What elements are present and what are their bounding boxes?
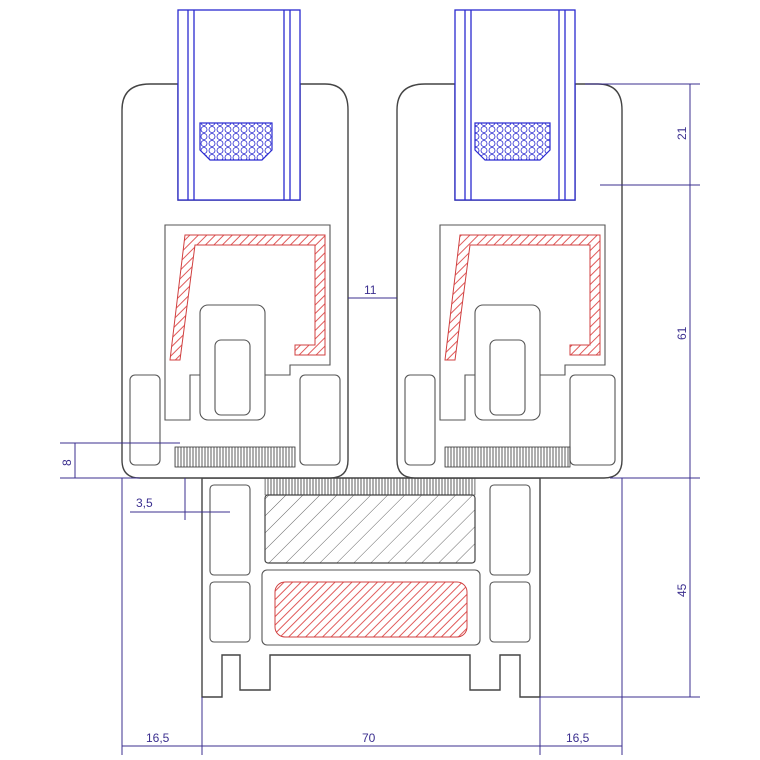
brush-seal xyxy=(174,446,296,468)
brush-seal xyxy=(444,446,571,468)
brush-strip xyxy=(264,477,476,496)
dim-left-offset: 16,5 xyxy=(146,731,170,745)
roller xyxy=(214,339,251,416)
dim-top-height: 21 xyxy=(675,126,689,140)
roller xyxy=(489,339,526,416)
dim-right-offset: 16,5 xyxy=(566,731,590,745)
insert-block xyxy=(264,494,476,564)
dim-bottom-height: 45 xyxy=(675,583,689,597)
dim-brush-seal: 8 xyxy=(60,459,74,466)
dim-overlap: 3,5 xyxy=(136,496,153,510)
dimension-lines xyxy=(60,83,700,755)
dim-middle-height: 61 xyxy=(675,326,689,340)
desiccant-spacer xyxy=(474,122,551,161)
dim-frame-width: 70 xyxy=(362,731,376,745)
glass-pane xyxy=(454,9,576,201)
frame-profile xyxy=(201,477,541,698)
desiccant-spacer xyxy=(199,122,273,161)
right-sash xyxy=(396,9,623,479)
frame-reinforcement xyxy=(274,581,468,638)
glass-pane xyxy=(177,9,301,201)
left-sash xyxy=(121,9,349,479)
dim-sash-gap: 11 xyxy=(364,283,377,297)
